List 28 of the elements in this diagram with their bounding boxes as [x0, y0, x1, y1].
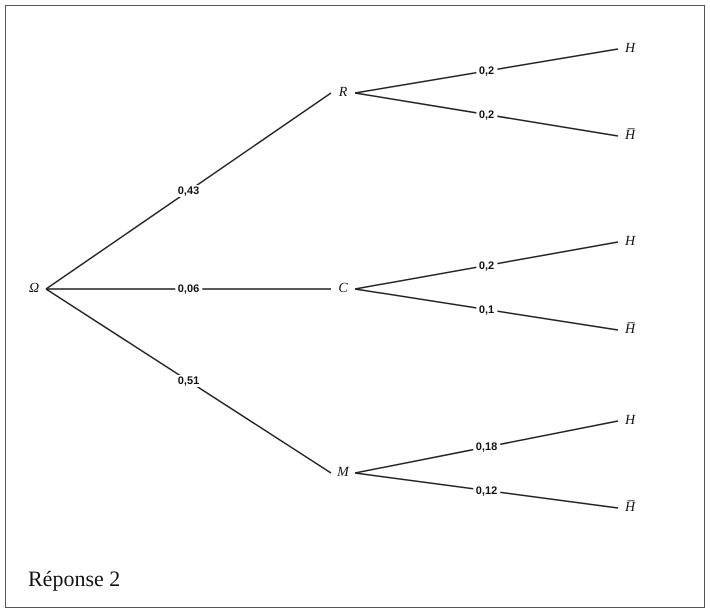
event-label: H: [618, 38, 642, 60]
probability-label: 0,1: [476, 304, 498, 316]
branch-line: [46, 288, 332, 474]
branch-line: [354, 420, 618, 474]
event-label: H̅: [618, 125, 642, 147]
branch-line: [354, 288, 618, 331]
branch-line: [354, 472, 618, 509]
probability-label: 0,2: [476, 65, 498, 77]
branch-line: [354, 48, 618, 94]
branch-line: [354, 241, 618, 290]
branch-line: [46, 288, 331, 290]
probability-label: 0,06: [174, 283, 202, 295]
event-label: C: [331, 278, 355, 300]
branch-line: [46, 92, 332, 290]
answer-caption: Réponse 2: [28, 566, 120, 592]
event-label: H: [618, 231, 642, 253]
event-label: H: [618, 410, 642, 432]
probability-label: 0,2: [476, 260, 498, 272]
branch-line: [354, 92, 618, 137]
event-label: M: [331, 462, 355, 484]
event-label: R: [331, 82, 355, 104]
probability-label: 0,2: [476, 108, 498, 120]
probability-label: 0,51: [174, 375, 202, 387]
event-label: H̅: [618, 497, 642, 519]
event-label: H̅: [618, 319, 642, 341]
probability-label: 0,18: [472, 441, 500, 453]
probability-label: 0,12: [472, 484, 500, 496]
event-label: Ω: [22, 278, 46, 300]
